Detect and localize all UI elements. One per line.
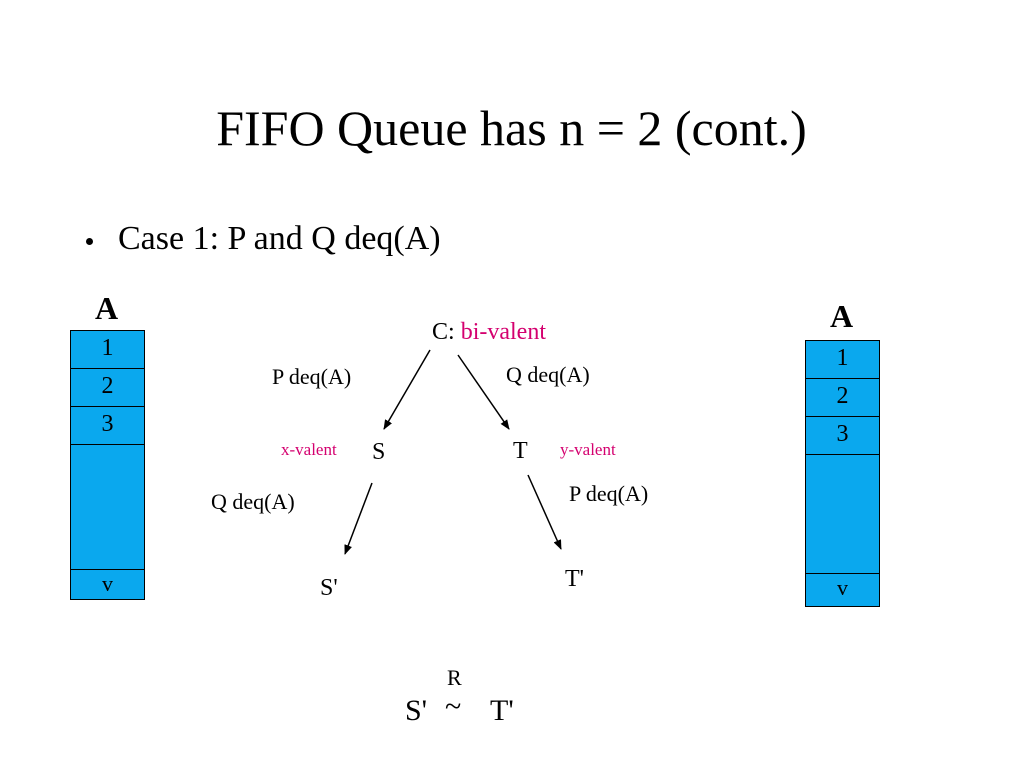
- edge-label-p-deq: P deq(A): [272, 364, 352, 389]
- t-valence: y-valent: [560, 440, 616, 459]
- slide-title: FIFO Queue has n = 2 (cont.): [216, 100, 807, 156]
- arrow-root-to-t: [457, 354, 510, 430]
- left-queue-cell-3: 3: [71, 407, 144, 445]
- left-queue: 1 2 3 v: [70, 330, 145, 600]
- node-t-prime: T': [565, 566, 584, 592]
- right-queue-cell-1: 1: [806, 341, 879, 379]
- right-queue-cell-v: v: [806, 573, 879, 606]
- relation-right: T': [490, 694, 514, 727]
- left-queue-cell-2: 2: [71, 369, 144, 407]
- edge-label-s-q-deq: Q deq(A): [211, 489, 295, 514]
- right-queue-cell-3: 3: [806, 417, 879, 455]
- node-c: C: bi-valent: [432, 318, 546, 346]
- node-s: S: [372, 439, 386, 465]
- node-c-valence: bi-valent: [460, 319, 546, 345]
- arrow-t-to-t-prime: [527, 474, 562, 550]
- right-queue-label: A: [830, 298, 854, 334]
- edge-label-q-deq: Q deq(A): [506, 362, 590, 387]
- bullet-dot: [86, 238, 93, 245]
- right-queue-cell-2: 2: [806, 379, 879, 417]
- relation-superscript: R: [447, 665, 462, 690]
- node-t: T: [513, 438, 528, 464]
- s-valence: x-valent: [281, 440, 337, 459]
- edge-label-t-p-deq: P deq(A): [569, 481, 649, 506]
- left-queue-cell-1: 1: [71, 331, 144, 369]
- bullet-text: Case 1: P and Q deq(A): [118, 220, 441, 257]
- node-s-prime: S': [320, 575, 338, 601]
- left-queue-label: A: [95, 290, 119, 326]
- arrow-root-to-s: [383, 349, 431, 430]
- relation-symbol: ~: [445, 690, 462, 723]
- relation-left: S': [405, 694, 428, 727]
- left-queue-cell-v: v: [71, 569, 144, 599]
- arrow-s-to-s-prime: [344, 482, 373, 555]
- right-queue: 1 2 3 v: [805, 340, 880, 607]
- node-c-prefix: C:: [432, 319, 455, 345]
